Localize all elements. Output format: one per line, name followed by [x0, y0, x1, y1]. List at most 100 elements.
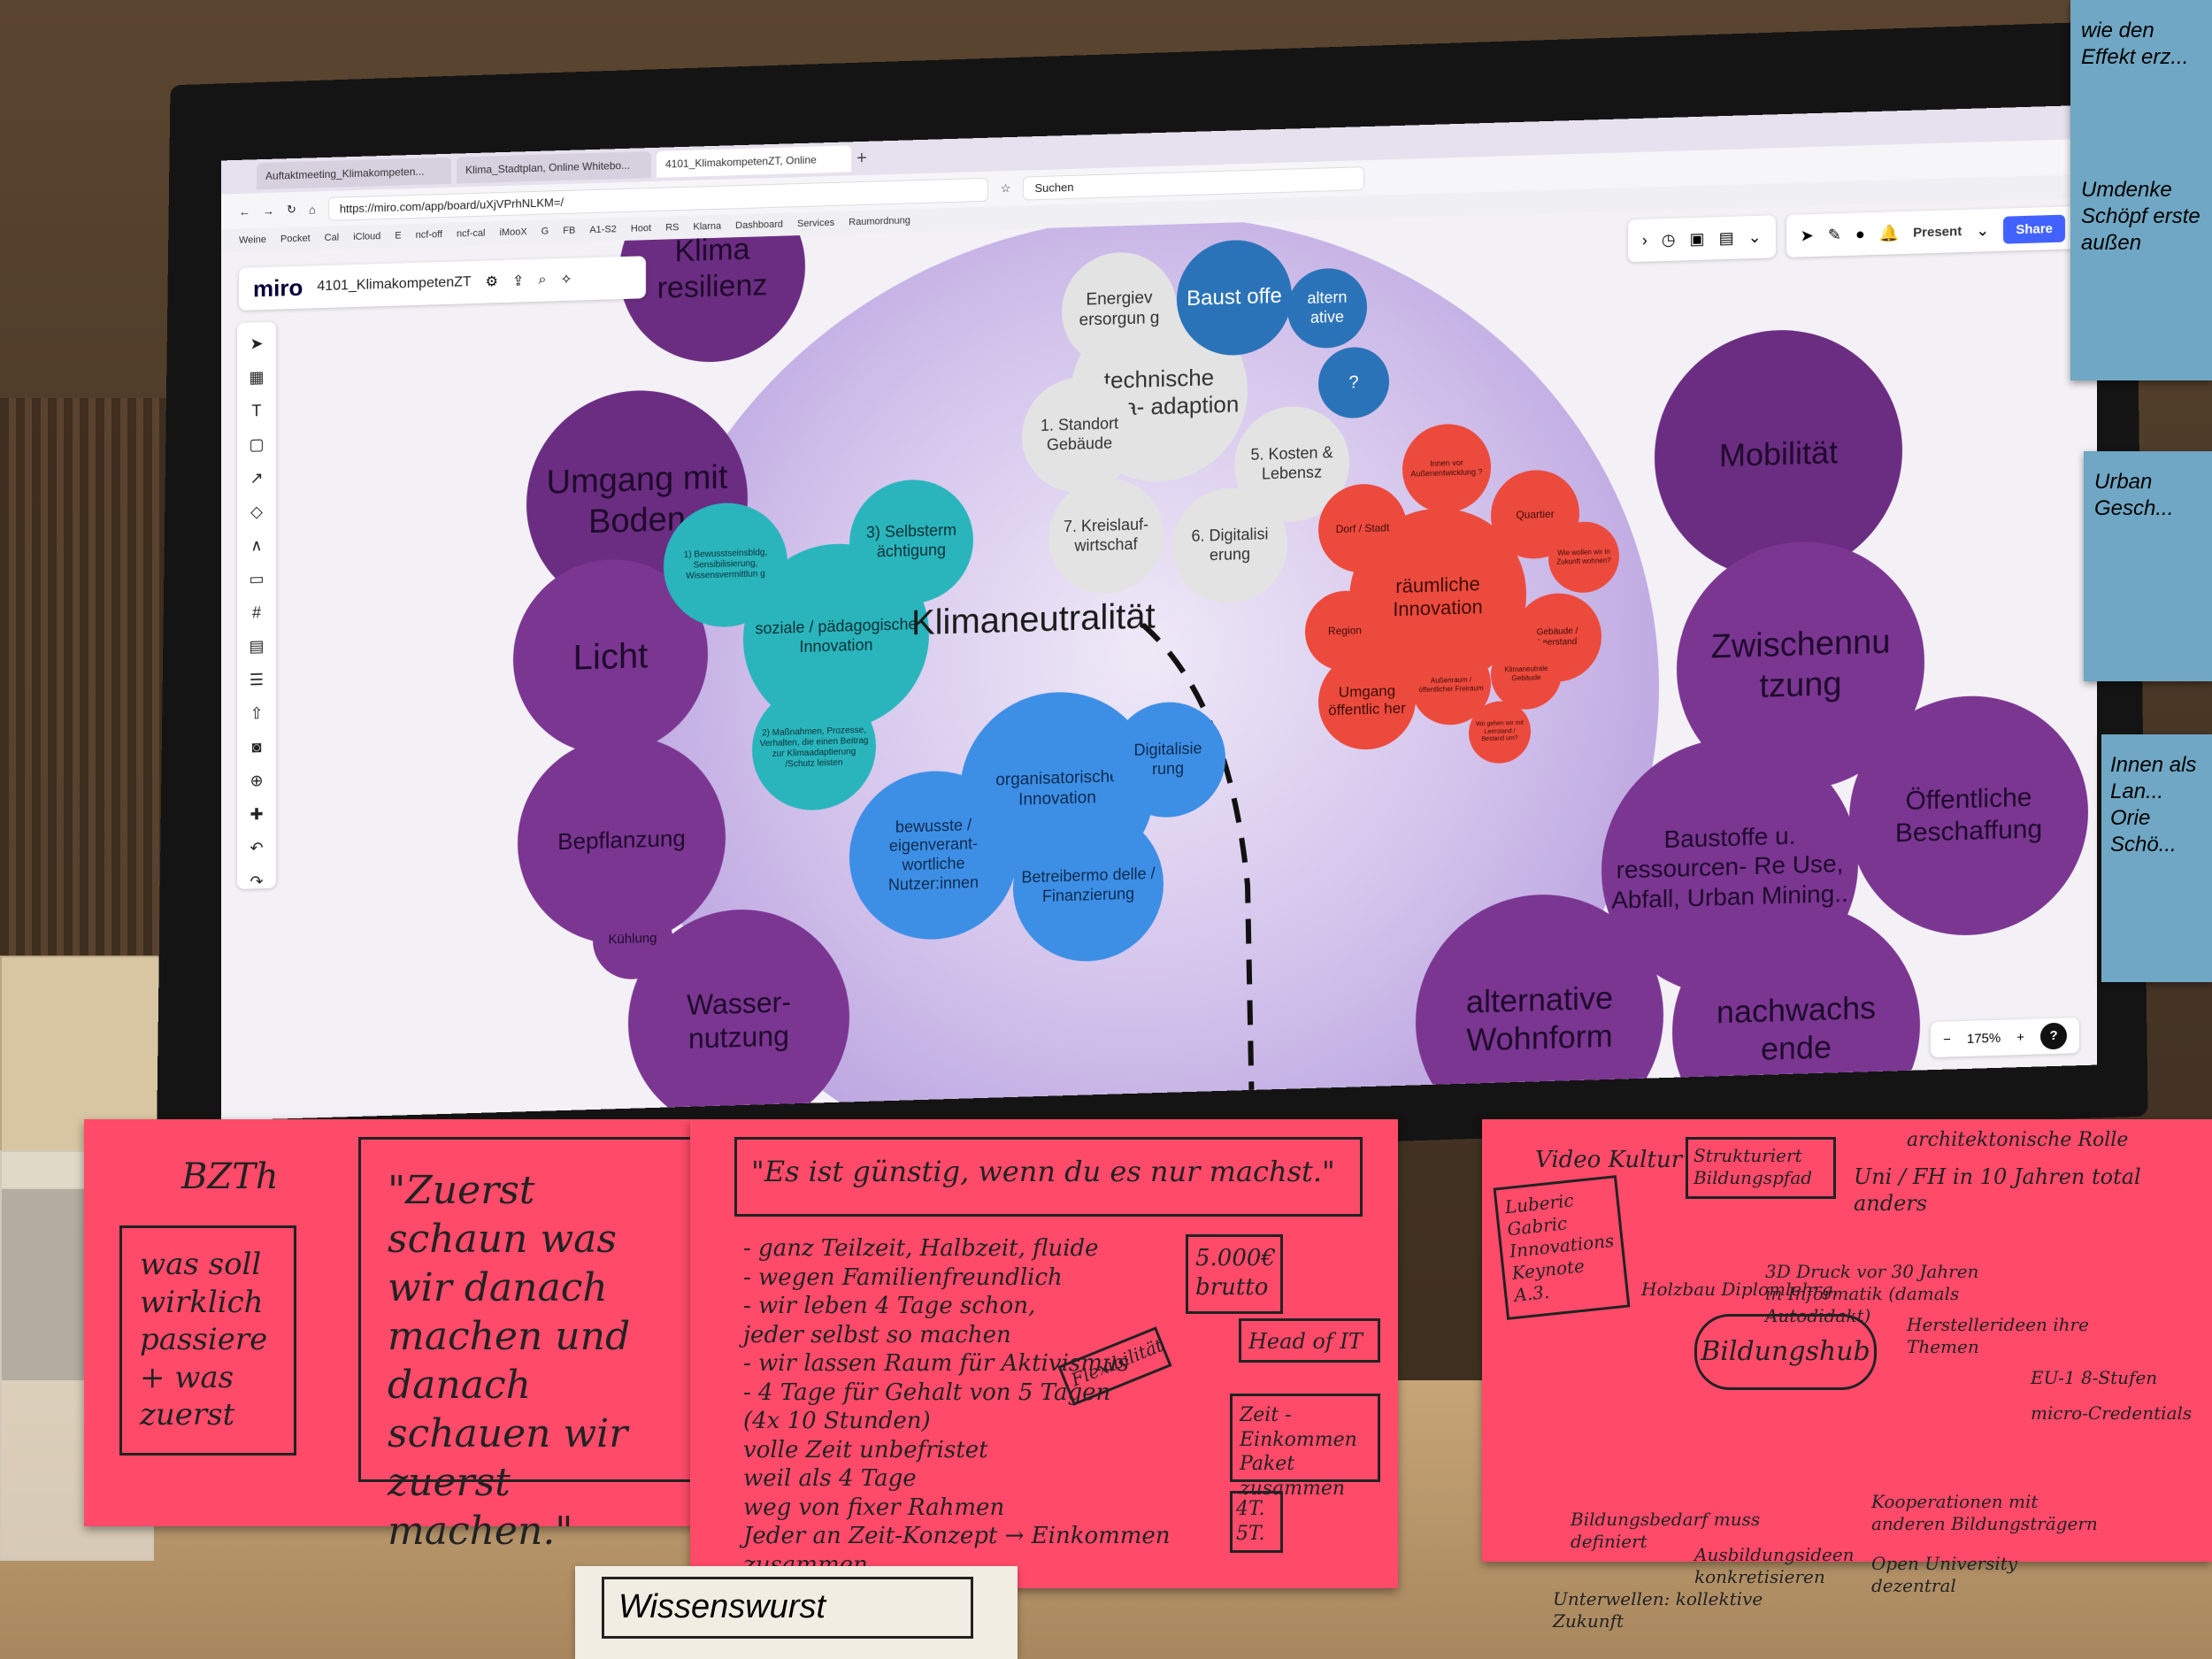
browser-tab[interactable]: Auftaktmeeting_Klimakompeten... [257, 157, 451, 190]
note-line: weil als 4 Tage [743, 1465, 917, 1492]
text-icon[interactable]: T [251, 402, 262, 420]
center-title: Klimaneutralität [911, 596, 1156, 643]
note-line: volle Zeit unbefristet [743, 1436, 988, 1463]
note-text: Wissenswurst [602, 1577, 973, 1639]
bookmark-item[interactable]: Raumordnung [849, 215, 910, 228]
topic-mobilitaet[interactable]: Mobilität [1655, 326, 1902, 582]
more-icon[interactable]: ⌄ [1747, 227, 1762, 246]
cards-icon[interactable]: ▤ [249, 637, 265, 656]
note-branch: Bildungsbedarf muss definiert [1571, 1509, 1761, 1552]
miro-board-header: miro 4101_KlimakompetenZT ⚙ ⇪ ⌕ ✧ [239, 256, 646, 311]
export-icon[interactable]: ⇪ [512, 273, 525, 289]
cursor-icon[interactable]: ➤ [1800, 226, 1814, 244]
pen-icon[interactable]: ∧ [250, 536, 263, 555]
note-line: - wegen Familienfreundlich [743, 1263, 1063, 1291]
bookmark-item[interactable]: Cal [324, 232, 340, 243]
bookmark-item[interactable]: Hoot [630, 223, 652, 234]
note-box: Head of IT [1239, 1318, 1380, 1363]
help-button[interactable]: ? [2040, 1022, 2067, 1050]
white-sticky-note: Wissenswurst [575, 1566, 1018, 1659]
bookmark-item[interactable]: G [541, 226, 549, 237]
bookmark-item[interactable]: A1-S2 [589, 224, 617, 236]
note-text: architektonische Rolle [1907, 1129, 2129, 1151]
reload-icon[interactable]: ↻ [287, 202, 296, 217]
note-branch: Unterwellen: kollektive Zukunft [1553, 1588, 1763, 1632]
bell-icon[interactable]: 🔔 [1878, 223, 1900, 242]
note-line: (4x 10 Stunden) [743, 1408, 931, 1434]
zoom-out-button[interactable]: − [1943, 1031, 1951, 1048]
redo-icon[interactable]: ↷ [250, 872, 264, 891]
sticky-note-icon[interactable]: ▢ [249, 435, 265, 454]
note-branch: Herstellerideen ihre Themen [1907, 1314, 2089, 1357]
home-icon[interactable]: ⌂ [308, 202, 316, 217]
note-branch: 3D Druck vor 30 Jahren in Informatik (da… [1765, 1261, 1979, 1326]
zoom-level[interactable]: 175% [1966, 1030, 2001, 1047]
bookmark-item[interactable]: iCloud [353, 231, 381, 243]
note-line: - ganz Teilzeit, Halbzeit, fluide [743, 1235, 1099, 1262]
note-box: 5.000€ brutto [1186, 1234, 1283, 1314]
note-text: Umdenke Schöpf erste außen [2081, 178, 2200, 255]
miro-top-right-toolbar: › ◷ ▣ ▤ ⌄ ➤ ✎ ● 🔔 Present ⌄ Share [1627, 206, 2079, 263]
board-name[interactable]: 4101_KlimakompetenZT [317, 274, 472, 295]
browser-tab-active[interactable]: 4101_KlimakompetenZT, Online [657, 145, 851, 178]
note-line: - wir lassen Raum für Aktivismus [743, 1350, 1129, 1377]
comment-icon[interactable]: ▭ [249, 570, 265, 588]
miro-logo[interactable]: miro [253, 273, 303, 302]
present-button[interactable]: Present [1913, 223, 1962, 241]
chevron-down-icon[interactable]: ⌄ [1976, 220, 1990, 240]
select-icon[interactable]: ➤ [250, 334, 264, 353]
zoom-in-button[interactable]: + [2016, 1029, 2024, 1045]
note-cloud: Bildungshub [1694, 1314, 1877, 1390]
chevron-right-icon[interactable]: › [1641, 231, 1647, 250]
frame-icon[interactable]: # [251, 603, 261, 622]
avatar[interactable]: ● [1855, 224, 1865, 243]
bookmark-item[interactable]: Klarna [693, 220, 722, 233]
pink-sticky-note-1: BZTh was soll wirklich passiere + was zu… [84, 1119, 717, 1554]
browser-tab[interactable]: Klima_Stadtplan, Online Whitebo... [457, 151, 651, 184]
reactions-icon[interactable]: ✎ [1827, 225, 1841, 244]
shapes-icon[interactable]: ◇ [250, 503, 263, 521]
note-branch: Kooperationen mit anderen Bildungsträger… [1871, 1491, 2098, 1534]
note-line: weg von fixer Rahmen [743, 1494, 1005, 1521]
undo-icon[interactable]: ↶ [250, 839, 264, 857]
notes-icon[interactable]: ▤ [1718, 228, 1734, 247]
template-icon[interactable]: ▦ [249, 368, 265, 387]
bookmark-item[interactable]: E [395, 230, 402, 242]
magic-icon[interactable]: ✧ [560, 272, 572, 288]
miro-canvas[interactable]: Klima resilienz Umgang mit Boden Licht B… [221, 196, 2097, 1121]
screen-icon[interactable]: ▣ [1689, 229, 1705, 248]
search-field[interactable]: Suchen [1023, 165, 1365, 201]
forward-icon[interactable]: → [263, 204, 274, 218]
note-text: Urban Gesch... [2094, 470, 2174, 520]
connector-icon[interactable]: ↗ [250, 469, 264, 488]
collab-tools: › ◷ ▣ ▤ ⌄ [1627, 215, 1776, 263]
camera-icon[interactable]: ◙ [251, 738, 262, 757]
bookmark-item[interactable]: Services [797, 217, 835, 230]
upload-icon[interactable]: ⇧ [250, 704, 264, 723]
add-icon[interactable]: ✚ [250, 805, 264, 824]
zoom-controls: − 175% + ? [1931, 1018, 2079, 1058]
bookmark-item[interactable]: FB [563, 225, 576, 236]
bookmark-item[interactable]: RS [665, 222, 680, 234]
apps-icon[interactable]: ⊕ [250, 772, 264, 790]
timer-icon[interactable]: ◷ [1661, 230, 1676, 249]
note-box: Strukturiert Bildungspfad [1686, 1137, 1836, 1199]
settings-icon[interactable]: ⚙ [485, 274, 498, 290]
note-line: - 4 Tage für Gehalt von 5 Tagen [743, 1379, 1111, 1406]
bookmark-item[interactable]: iMooX [499, 227, 527, 239]
bookmark-star-icon[interactable]: ☆ [1000, 180, 1011, 196]
search-icon[interactable]: ⌕ [538, 272, 547, 288]
new-tab-icon[interactable]: + [856, 148, 867, 168]
table-icon[interactable]: ☰ [249, 671, 265, 689]
note-branch: Open University dezentral [1871, 1553, 2018, 1596]
bookmark-item[interactable]: Dashboard [735, 219, 783, 232]
bookmark-item[interactable]: Pocket [280, 233, 311, 245]
monitor-screen: Auftaktmeeting_Klimakompeten... Klima_St… [221, 104, 2097, 1121]
share-button[interactable]: Share [2003, 214, 2065, 244]
bookmark-item[interactable]: ncf-off [415, 229, 443, 241]
note-text: Innen als Lan... Orie Schö... [2110, 753, 2197, 856]
bookmark-item[interactable]: Weine [239, 234, 266, 246]
miro-toolbar: ➤ ▦ T ▢ ↗ ◇ ∧ ▭ # ▤ ☰ ⇧ ◙ ⊕ ✚ ↶ ↷ [237, 321, 276, 890]
bookmark-item[interactable]: ncf-cal [457, 227, 486, 240]
back-icon[interactable]: ← [239, 204, 250, 219]
